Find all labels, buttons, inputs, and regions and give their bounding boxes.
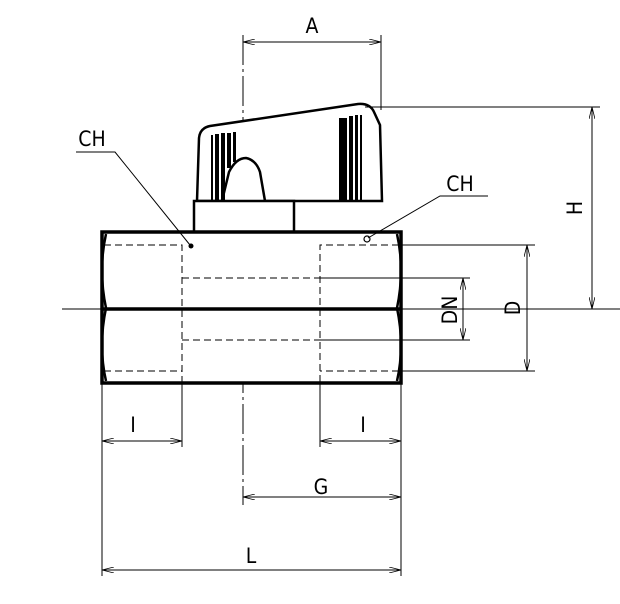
label-I-left: I: [130, 413, 136, 437]
label-L: L: [246, 544, 257, 568]
label-G: G: [314, 475, 329, 499]
label-DN: DN: [438, 296, 462, 325]
label-CH-right: CH: [446, 172, 473, 196]
handle-grip-ribs: [211, 115, 362, 200]
label-D: D: [501, 301, 525, 316]
dimension-lines: [102, 42, 592, 570]
hidden-bore-lines: [104, 244, 399, 383]
extension-lines: [101, 35, 600, 576]
label-CH-left: CH: [78, 127, 105, 151]
label-I-right: I: [360, 413, 366, 437]
label-H: H: [563, 201, 587, 215]
ch-leaders: [76, 151, 488, 246]
ch-point-right: [363, 235, 371, 243]
valve-handle: [192, 102, 384, 234]
label-A: A: [306, 14, 319, 38]
valve-body: [100, 230, 403, 385]
ch-point-left: [188, 243, 194, 249]
